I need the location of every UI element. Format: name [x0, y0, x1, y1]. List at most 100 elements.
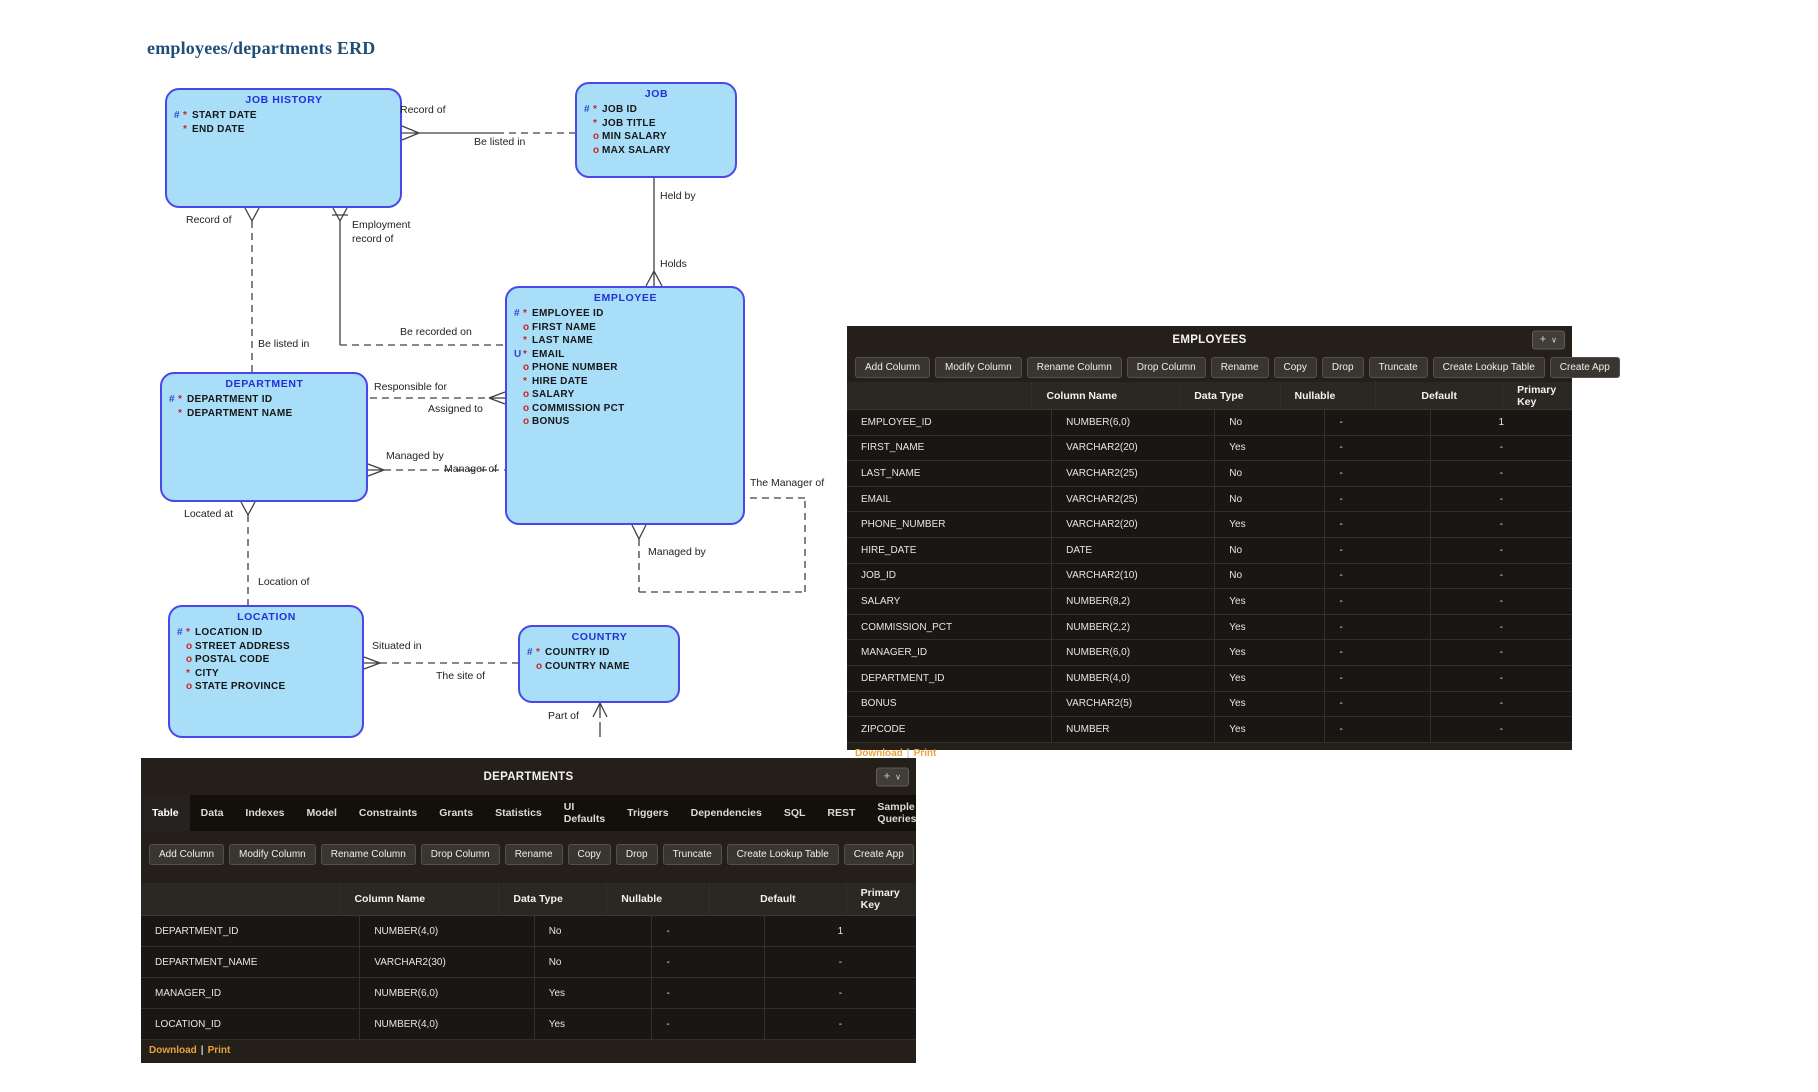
attr-prefix-blue: U — [514, 348, 522, 360]
download-link[interactable]: Download — [855, 747, 903, 759]
tab[interactable]: REST — [827, 807, 856, 819]
panel-action-button[interactable]: Create Lookup Table — [726, 843, 839, 865]
table-row: DEPARTMENT_ID NUMBER(4,0) No - 1 — [141, 916, 916, 947]
tab[interactable]: Dependencies — [690, 807, 762, 819]
cell-primary-key: - — [1499, 672, 1503, 684]
column-header: Data Type — [499, 883, 608, 915]
download-link[interactable]: Download — [149, 1045, 197, 1056]
tab[interactable]: SQL — [783, 807, 806, 819]
cell-nullable: No — [535, 916, 653, 946]
entity-attribute: U * EMAIL — [514, 348, 737, 362]
table-row: DEPARTMENT_ID NUMBER(4,0) Yes - - — [847, 665, 1572, 692]
panel-action-button[interactable]: Add Column — [855, 356, 931, 378]
chevron-down-icon: ∨ — [1551, 335, 1557, 345]
entity-attribute: o FIRST NAME — [514, 321, 737, 335]
tab[interactable]: Statistics — [495, 807, 542, 819]
print-link[interactable]: Print — [913, 747, 937, 759]
panel-action-button[interactable]: Drop Column — [420, 843, 500, 865]
attr-label: DEPARTMENT ID — [187, 394, 273, 405]
cell-column-name: DEPARTMENT_ID — [847, 665, 1053, 691]
add-menu-button[interactable]: + ∨ — [875, 767, 909, 786]
entity-attribute: o SALARY — [514, 388, 737, 402]
tab[interactable]: Indexes — [245, 807, 285, 819]
attr-prefix-red: * — [186, 667, 191, 679]
cell-nullable: No — [1215, 563, 1326, 589]
cell-primary-key: - — [1499, 723, 1503, 735]
entity-attribute: o MIN SALARY — [584, 130, 729, 144]
panel-action-button[interactable]: Copy — [567, 843, 611, 865]
column-header: Nullable — [1281, 382, 1377, 409]
attr-label: COMMISSION PCT — [532, 402, 625, 414]
attr-prefix-blue: # — [584, 104, 590, 115]
attr-prefix-red: o — [523, 389, 530, 400]
panel-action-button[interactable]: Drop Column — [1126, 356, 1206, 378]
panel-action-button[interactable]: Drop — [615, 843, 658, 865]
entity-attribute: * CITY — [177, 667, 356, 681]
tab[interactable]: UI Defaults — [563, 801, 606, 825]
tab[interactable]: Model — [306, 807, 337, 819]
add-menu-button[interactable]: + ∨ — [1531, 330, 1565, 350]
cell-nullable: No — [1215, 486, 1326, 512]
entity-attribute: * HIRE DATE — [514, 375, 737, 389]
employees-action-buttons: Add Column Modify Column Rename Column D… — [847, 354, 1620, 380]
cell-default: - — [652, 978, 765, 1008]
print-link[interactable]: Print — [207, 1045, 231, 1056]
cell-primary-key: - — [1499, 493, 1503, 505]
panel-title: DEPARTMENTS — [483, 770, 574, 783]
relationship-label: Be listed in — [474, 136, 526, 148]
relationship-label: Manager of — [444, 463, 498, 475]
panel-action-button[interactable]: Copy — [1273, 356, 1317, 378]
panel-action-button[interactable]: Rename — [1210, 356, 1269, 378]
erd-relationship-lines — [240, 125, 806, 737]
cell-column-name: DEPARTMENT_NAME — [141, 947, 361, 977]
attr-prefix-red: o — [593, 144, 600, 156]
table-row: JOB_ID VARCHAR2(10) No - - — [847, 563, 1572, 590]
cell-primary-key: - — [838, 987, 843, 999]
panel-action-button[interactable]: Rename Column — [1026, 356, 1122, 378]
panel-action-button[interactable]: Create Lookup Table — [1432, 356, 1545, 378]
panel-action-button[interactable]: Rename Column — [320, 843, 416, 865]
cell-default: - — [1325, 486, 1431, 512]
table-row: LAST_NAME VARCHAR2(25) No - - — [847, 461, 1572, 487]
cell-nullable: Yes — [535, 1009, 653, 1039]
entity-attribute: * END DATE — [174, 123, 394, 137]
entity-attribute: # * LOCATION ID — [177, 626, 356, 640]
panel-action-button[interactable]: Create App — [1549, 356, 1620, 378]
cell-nullable: Yes — [1215, 691, 1326, 717]
attr-label: COUNTRY NAME — [545, 660, 630, 672]
panel-action-button[interactable]: Add Column — [149, 843, 225, 865]
tab[interactable]: Triggers — [627, 807, 669, 819]
panel-action-button[interactable]: Modify Column — [935, 356, 1022, 378]
cell-default: - — [1325, 410, 1431, 435]
relationship-label: Responsible for — [374, 381, 447, 393]
entity-attributes: # * LOCATION ID o STREET ADDRESS o POSTA… — [177, 626, 356, 694]
panel-action-button[interactable]: Truncate — [662, 843, 722, 865]
panel-action-button[interactable]: Drop — [1321, 356, 1364, 378]
cell-primary-key: - — [1499, 621, 1503, 633]
relationship-label: Managed by — [386, 450, 444, 462]
cell-default: - — [1325, 563, 1431, 589]
panel-action-button[interactable]: Create App — [843, 843, 914, 865]
panel-action-button[interactable]: Truncate — [1368, 356, 1428, 378]
entity-title: LOCATION — [237, 611, 296, 623]
attr-label: CITY — [195, 667, 219, 679]
tab[interactable]: Data — [200, 807, 224, 819]
cell-primary-key: - — [838, 1018, 843, 1030]
table-row: ZIPCODE NUMBER Yes - - — [847, 717, 1572, 743]
panel-action-button[interactable]: Modify Column — [229, 843, 316, 865]
entity-title: COUNTRY — [571, 631, 628, 643]
cell-primary-key: 1 — [1498, 416, 1505, 428]
relationship-label: Managed by — [648, 546, 706, 558]
tab[interactable]: Constraints — [358, 807, 418, 819]
tab[interactable]: Sample Queries — [877, 801, 917, 825]
attr-label: FIRST NAME — [532, 321, 597, 333]
tab[interactable]: Table — [141, 795, 190, 831]
attr-label: LAST NAME — [532, 335, 594, 346]
tab[interactable]: Grants — [439, 807, 474, 819]
entity-attribute: o COMMISSION PCT — [514, 402, 737, 416]
panel-action-button[interactable]: Rename — [504, 843, 563, 865]
cell-data-type: NUMBER(6,0) — [360, 978, 535, 1008]
